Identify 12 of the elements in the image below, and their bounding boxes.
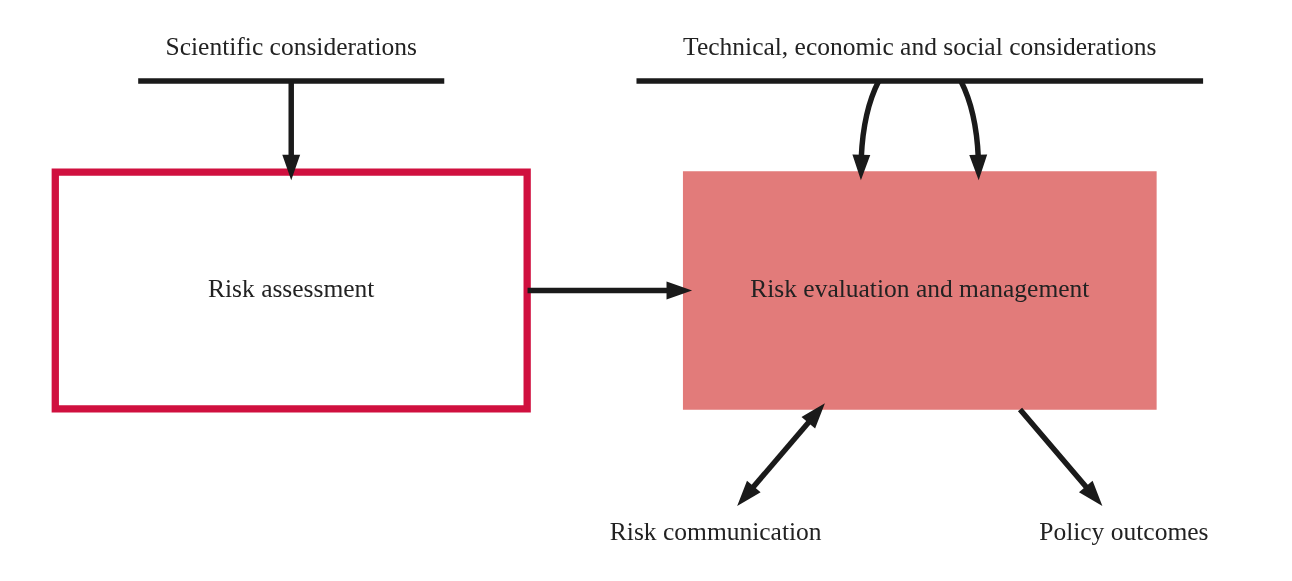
node-text: Risk communication xyxy=(609,516,822,546)
arrow xyxy=(736,403,825,506)
node-text: Policy outcomes xyxy=(1038,516,1208,546)
arrow xyxy=(1017,407,1102,506)
arrow xyxy=(851,80,881,181)
arrow xyxy=(281,81,300,181)
node-box: Risk assessment xyxy=(51,168,531,413)
arrow xyxy=(527,281,692,300)
arrow xyxy=(958,80,987,181)
node-text: Technical, economic and social considerations xyxy=(682,31,1156,61)
node-box: Risk evaluation and management xyxy=(682,171,1157,410)
node-text: Scientific considerations xyxy=(165,31,417,61)
